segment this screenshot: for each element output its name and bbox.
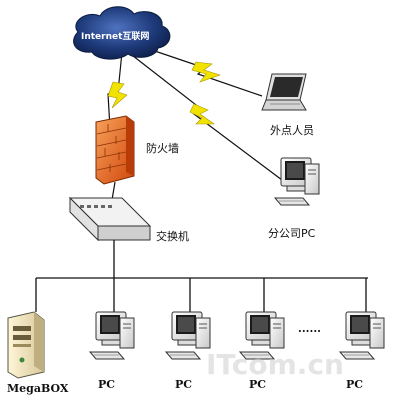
link-firewall-switch bbox=[111, 181, 116, 201]
branch-pc-icon bbox=[274, 157, 320, 206]
lan-pc-icon-4 bbox=[339, 311, 385, 360]
remote-user-label: 外点人员 bbox=[270, 124, 314, 137]
branch-pc-label: 分公司PC bbox=[268, 227, 316, 240]
laptop-icon bbox=[261, 73, 307, 111]
lan-pc-label-3: PC bbox=[249, 378, 266, 391]
lan-pc-icon-1 bbox=[89, 311, 135, 360]
watermark: ITcom.cn bbox=[206, 348, 344, 381]
internet-cloud: Internet互联网 bbox=[73, 6, 171, 60]
megabox-server-icon bbox=[7, 311, 45, 379]
firewall-icon bbox=[95, 115, 135, 185]
lightning-bolt-icon bbox=[107, 81, 128, 109]
wan-links bbox=[107, 45, 283, 181]
lan-pc-label-1: PC bbox=[98, 378, 115, 391]
cloud-label: Internet互联网 bbox=[81, 30, 149, 42]
firewall-label: 防火墙 bbox=[146, 141, 179, 155]
lan-pc-icon-2 bbox=[165, 311, 211, 360]
lan-pc-label-2: PC bbox=[175, 378, 192, 391]
lan-pc-label-4: PC bbox=[346, 378, 363, 391]
lightning-bolt-icon bbox=[191, 61, 221, 83]
lightning-bolt-icon bbox=[189, 103, 215, 125]
switch-icon bbox=[68, 196, 152, 242]
switch-label: 交换机 bbox=[156, 229, 189, 243]
megabox-label: MegaBOX bbox=[7, 382, 69, 395]
ellipsis: ...... bbox=[298, 322, 321, 335]
lan-lines bbox=[35, 240, 368, 312]
